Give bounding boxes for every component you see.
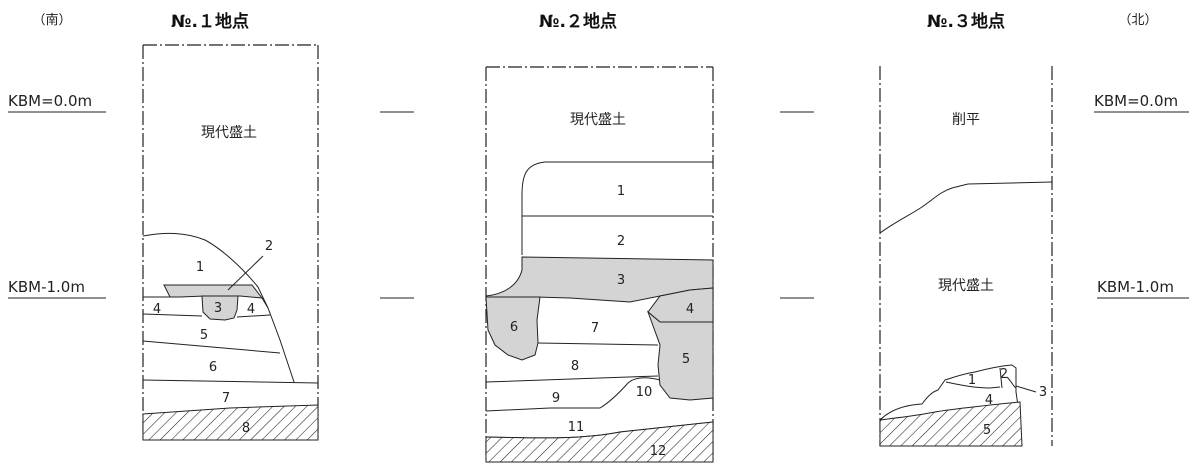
site2-layer-label: 9 bbox=[552, 391, 560, 406]
site2-title: №.２地点 bbox=[539, 11, 617, 32]
benchmark-right-zero-label: KBM=0.0m bbox=[1094, 92, 1178, 110]
site3-layer-label: 2 bbox=[1000, 367, 1008, 382]
site2-layer-label: 6 bbox=[510, 320, 518, 335]
benchmark-right-zero: KBM=0.0m bbox=[1094, 92, 1189, 113]
site3-layer-5-hatch bbox=[879, 401, 1023, 447]
site1-layer-label: 2 bbox=[265, 239, 273, 254]
site2-layer-label: 10 bbox=[636, 385, 653, 400]
site2-layer-12-hatch bbox=[485, 421, 714, 463]
site3-title: №.３地点 bbox=[927, 11, 1005, 32]
site3-top-label: 削平 bbox=[952, 112, 980, 128]
site3-layer-label: 5 bbox=[983, 423, 991, 438]
benchmark-right-minus1: KBM-1.0m bbox=[1097, 278, 1189, 299]
site2-layer-label: 11 bbox=[568, 420, 585, 435]
site2-layer-label: 2 bbox=[617, 234, 625, 249]
benchmark-left-minus1: KBM-1.0m bbox=[8, 278, 106, 299]
north-label: （北） bbox=[1118, 13, 1157, 28]
site2-layer-label: 1 bbox=[617, 184, 625, 199]
site3-section: 削平 現代盛土 1 2 3 4 5 bbox=[879, 66, 1053, 447]
site2-layer-label: 3 bbox=[617, 273, 625, 288]
site2-layer-label: 7 bbox=[591, 321, 599, 336]
benchmark-right-minus1-label: KBM-1.0m bbox=[1097, 278, 1174, 296]
site3-layer-label: 4 bbox=[985, 393, 993, 408]
site2-layer-5-gray bbox=[646, 310, 714, 401]
site3-mid-label: 現代盛土 bbox=[938, 278, 994, 294]
site2-layer-label: 12 bbox=[650, 444, 667, 459]
south-label: （南） bbox=[32, 12, 71, 28]
site3-layer-label: 3 bbox=[1039, 385, 1047, 400]
site2-layer-label: 8 bbox=[571, 359, 579, 374]
site2-layer-6-gray bbox=[485, 296, 541, 361]
site2-top-label: 現代盛土 bbox=[570, 112, 626, 128]
site1-gray-pocket bbox=[201, 295, 239, 321]
site1-layer-label: 4 bbox=[247, 302, 255, 317]
site2-layer-label: 4 bbox=[686, 302, 694, 317]
site1-layer-label: 7 bbox=[222, 391, 230, 406]
site1-title: №.１地点 bbox=[171, 11, 249, 32]
benchmark-left-zero: KBM=0.0m bbox=[8, 92, 106, 113]
site1-layer-label: 3 bbox=[214, 301, 222, 316]
site1-top-label: 現代盛土 bbox=[201, 125, 257, 141]
benchmark-left-minus1-label: KBM-1.0m bbox=[8, 278, 85, 296]
site3-layer-label: 1 bbox=[968, 373, 976, 388]
benchmark-left-zero-label: KBM=0.0m bbox=[8, 92, 92, 110]
site1-layer-label: 4 bbox=[153, 302, 161, 317]
site1-section: 現代盛土 1 2 3 4 4 5 6 7 8 bbox=[142, 44, 319, 441]
site1-layer-label: 8 bbox=[242, 421, 250, 436]
site2-layer-label: 5 bbox=[682, 352, 690, 367]
site1-layer-label: 5 bbox=[200, 328, 208, 343]
site1-layer-8-hatch bbox=[142, 404, 319, 441]
site1-layer-label: 1 bbox=[196, 260, 204, 275]
site2-section: 現代盛土 1 2 3 4 5 6 7 8 9 10 11 12 bbox=[485, 66, 714, 463]
site1-layer-label: 6 bbox=[209, 360, 217, 375]
